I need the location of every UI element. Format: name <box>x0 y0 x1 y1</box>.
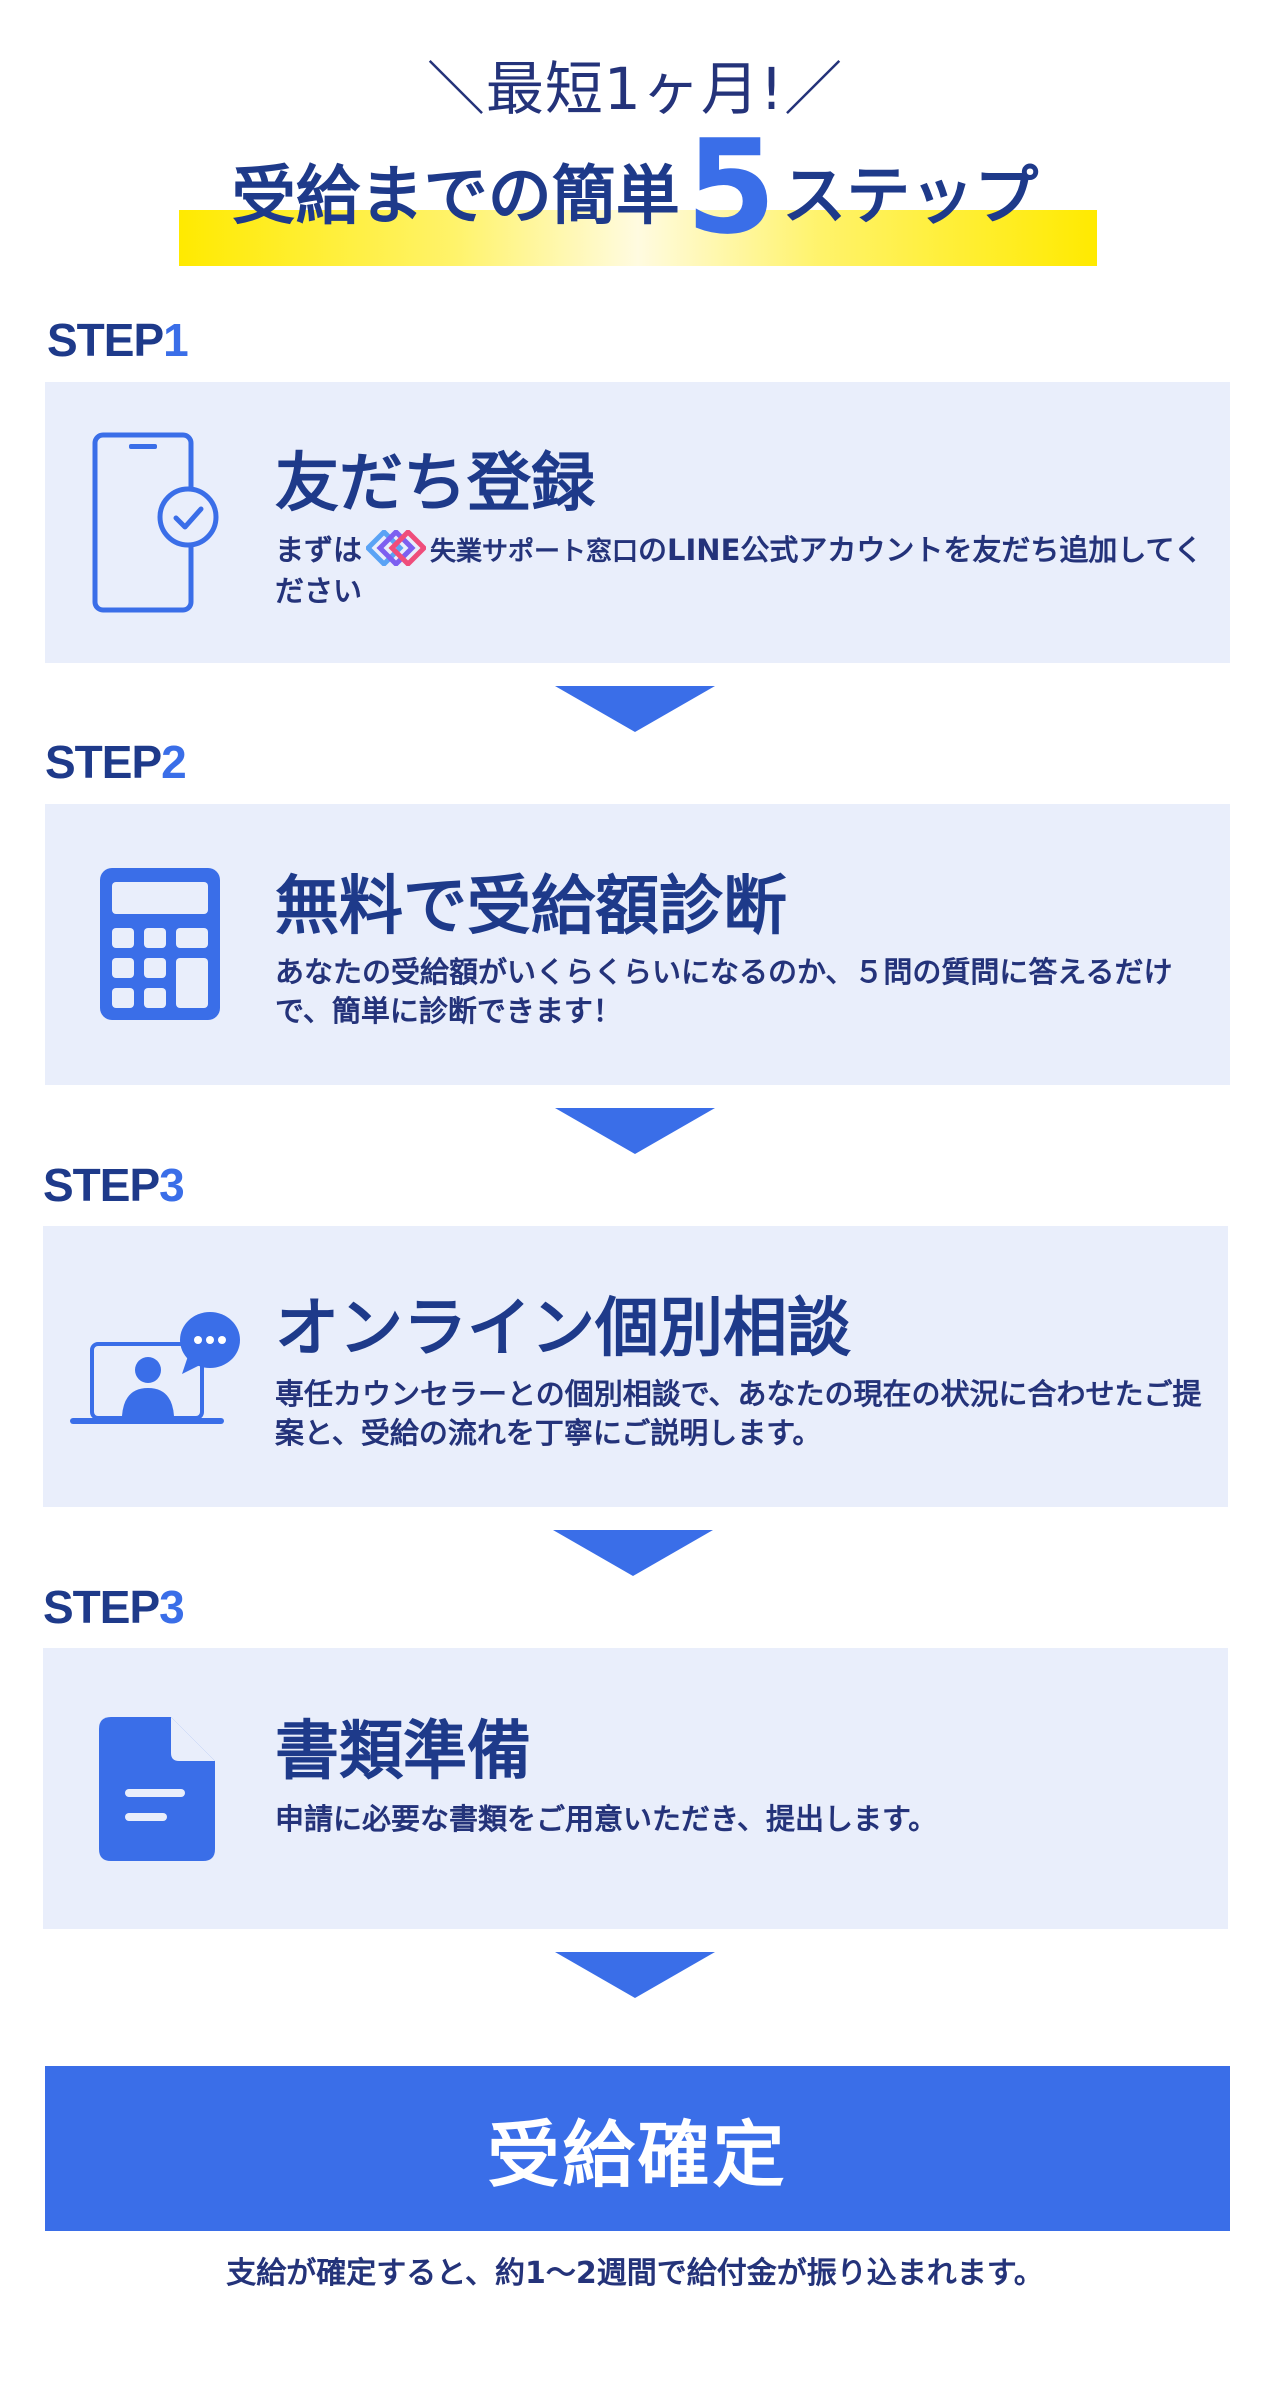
brand-name: 失業サポート窓口 <box>430 537 639 567</box>
step-4-label: STEP3 <box>43 1580 185 1634</box>
step-1-desc-pre: まずは <box>275 533 363 567</box>
step-3-card <box>43 1226 1228 1507</box>
title-pre: 受給までの簡単 <box>231 160 680 234</box>
brand-logo-icon <box>366 530 427 566</box>
step-4-label-prefix: STEP <box>43 1581 160 1633</box>
step-3-desc: 専任カウンセラーとの個別相談で、あなたの現在の状況に合わせたご提案と、受給の流れ… <box>275 1377 1202 1450</box>
step-4-desc: 申請に必要な書類をご用意いただき、提出します。 <box>275 1802 938 1836</box>
step-3-label-num: 3 <box>159 1159 185 1211</box>
arrow-down-icon <box>555 1108 715 1154</box>
title-number: 5 <box>685 111 777 263</box>
step-3-label: STEP3 <box>43 1158 185 1212</box>
online-consultation-icon <box>68 1310 240 1434</box>
arrow-down-icon <box>553 1530 713 1576</box>
page-title: 受給までの簡単5ステップ <box>0 122 1270 252</box>
document-icon <box>99 1717 215 1865</box>
step-2-card <box>45 804 1230 1085</box>
step-1-label-prefix: STEP <box>47 314 164 366</box>
step-1-desc: まずは 失業サポート窓口のLINE公式アカウントを友だち追加してください <box>275 530 1205 611</box>
calculator-icon <box>100 868 220 1024</box>
tagline: ＼最短1ヶ月!／ <box>0 42 1270 126</box>
step-4-label-num: 3 <box>159 1581 185 1633</box>
step-1-label-num: 1 <box>163 314 189 366</box>
step-1-card <box>45 382 1230 663</box>
step-1-title: 友だち登録 <box>275 447 595 521</box>
title-post: ステップ <box>782 160 1039 234</box>
step-4-card <box>43 1648 1228 1929</box>
title-highlight-band <box>179 210 1097 266</box>
step-2-title: 無料で受給額診断 <box>275 870 787 944</box>
tagline-right-slash: ／ <box>784 55 844 123</box>
step-1-desc-post: のLINE公式アカウントを友だち追加してください <box>275 533 1203 608</box>
step-2-label: STEP2 <box>45 735 187 789</box>
step-2-desc: あなたの受給額がいくらくらいになるのか、５問の質問に答えるだけで、簡単に診断でき… <box>275 955 1173 1028</box>
tagline-left-slash: ＼ <box>426 55 486 123</box>
step-3-title: オンライン個別相談 <box>275 1292 851 1366</box>
step-2-label-num: 2 <box>161 736 187 788</box>
final-note: 支給が確定すると、約1〜2週間で給付金が振り込まれます。 <box>226 2256 1044 2291</box>
final-title: 受給確定 <box>487 2113 788 2197</box>
smartphone-check-icon <box>92 432 222 621</box>
step-1-label: STEP1 <box>47 313 189 367</box>
step-4-title: 書類準備 <box>275 1715 531 1789</box>
final-result-box: 受給確定 <box>45 2066 1230 2231</box>
step-2-label-prefix: STEP <box>45 736 162 788</box>
arrow-down-icon <box>555 1952 715 1998</box>
tagline-text: 最短1ヶ月! <box>485 55 785 123</box>
step-3-label-prefix: STEP <box>43 1159 160 1211</box>
arrow-down-icon <box>555 686 715 732</box>
